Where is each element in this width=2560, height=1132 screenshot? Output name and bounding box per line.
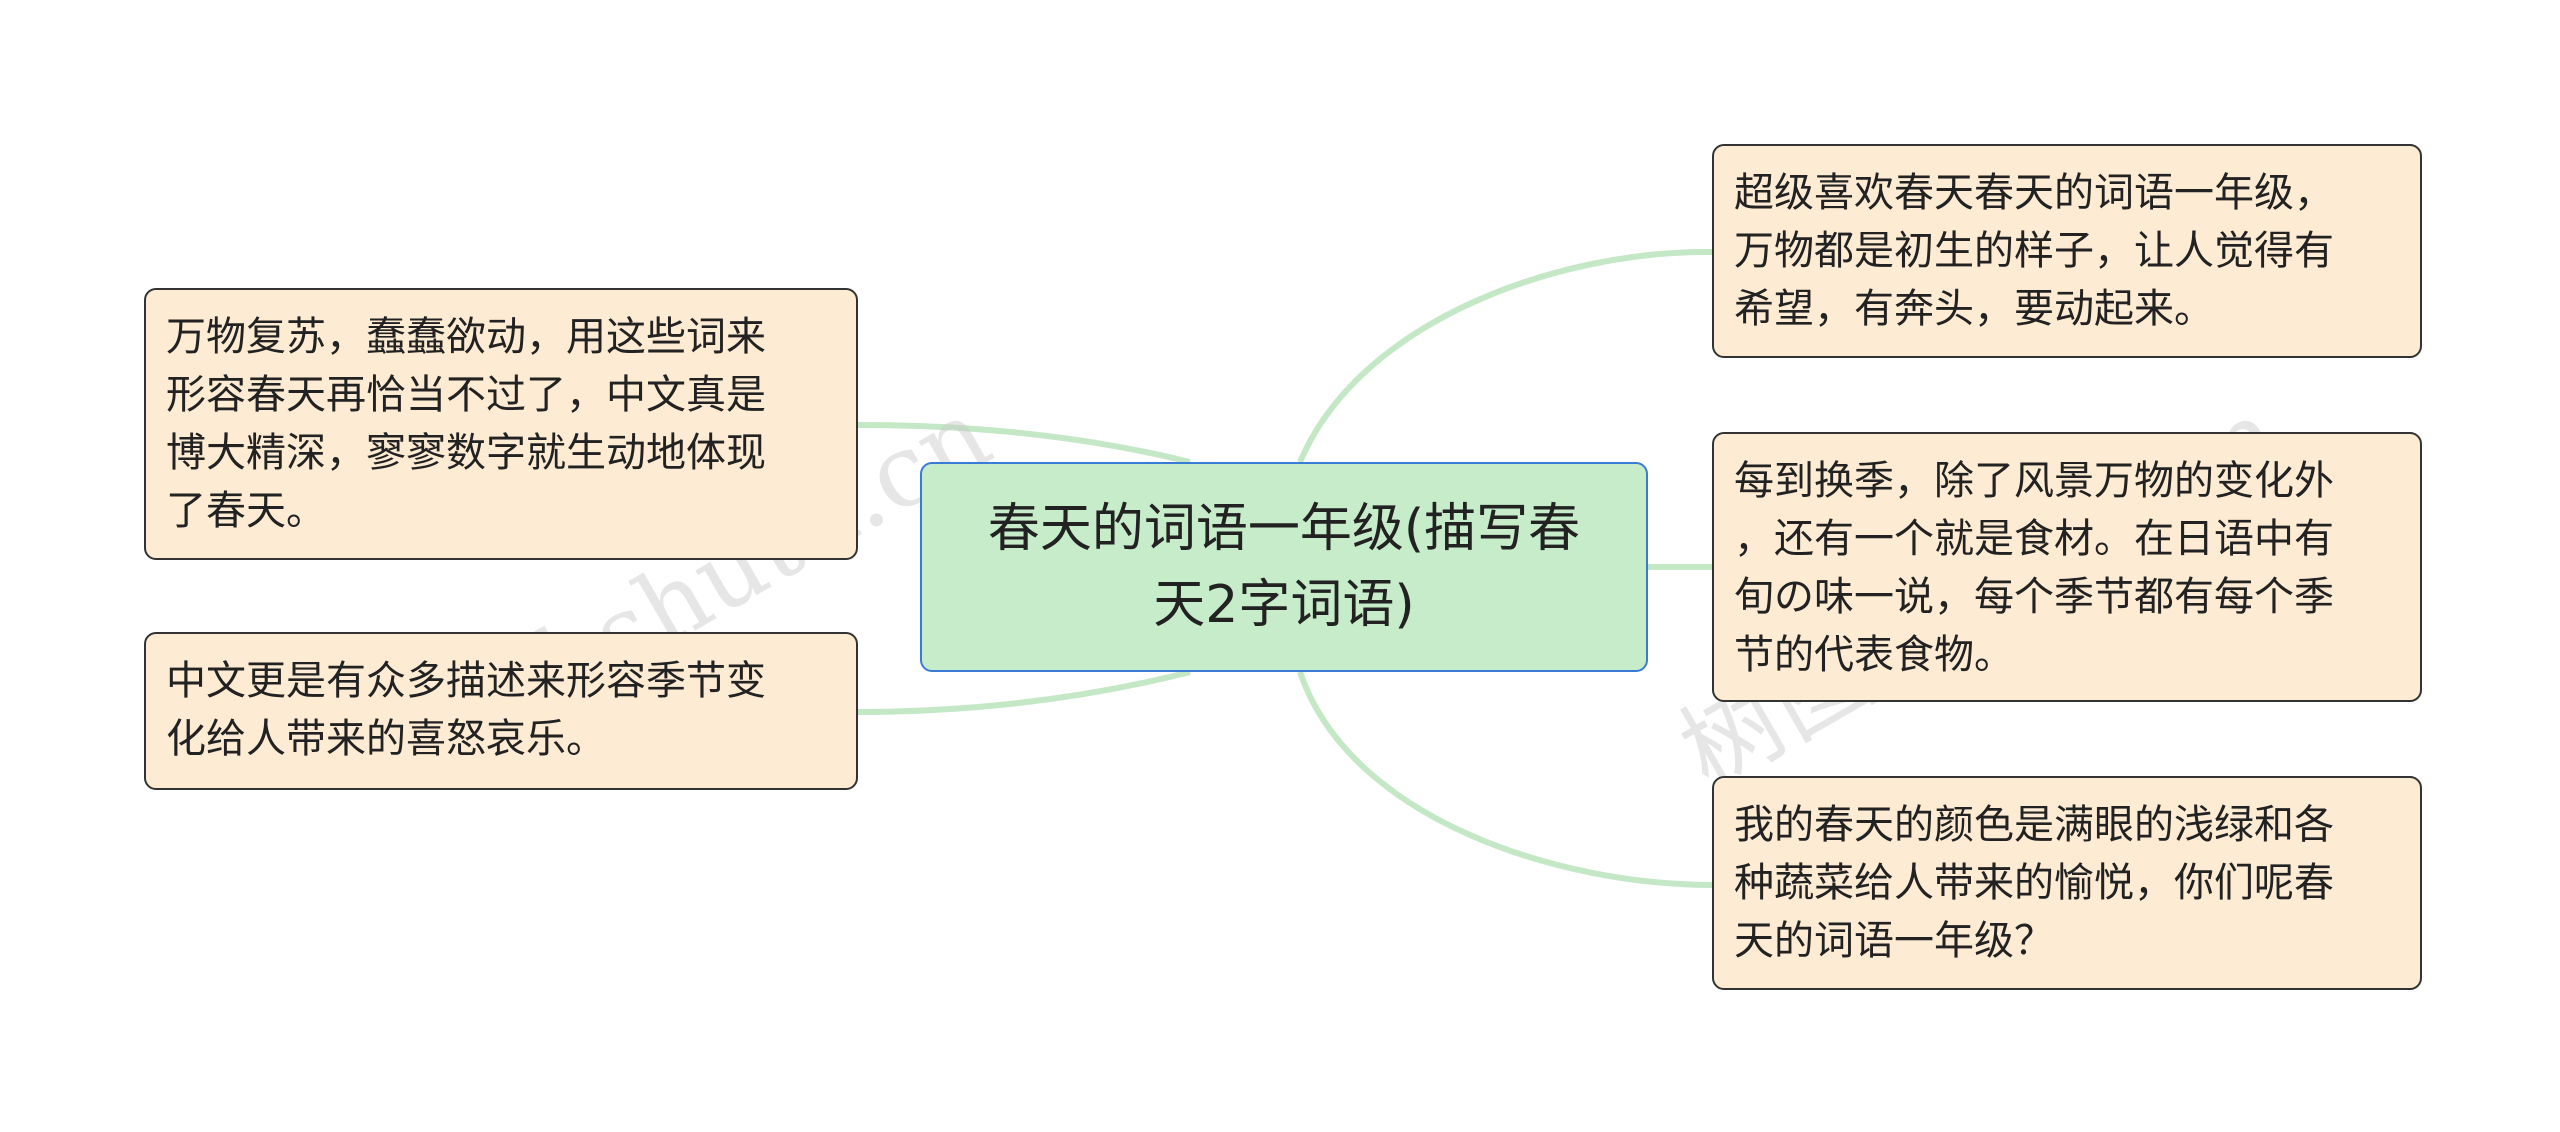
connector-left-2 <box>857 669 1191 715</box>
connector-right-3 <box>1297 671 1713 888</box>
topic-left-2[interactable]: 中文更是有众多描述来形容季节变 化给人带来的喜怒哀乐。 <box>144 632 858 790</box>
topic-right-1[interactable]: 超级喜欢春天春天的词语一年级， 万物都是初生的样子，让人觉得有 希望，有奔头，要… <box>1712 144 2422 358</box>
topic-right-2[interactable]: 每到换季，除了风景万物的变化外 ，还有一个就是食材。在日语中有 旬の味一说，每个… <box>1712 432 2422 702</box>
connector-right-1 <box>1297 248 1713 464</box>
connector-left-1 <box>857 422 1191 465</box>
root-topic[interactable]: 春天的词语一年级(描写春 天2字词语) <box>920 462 1648 672</box>
topic-right-3[interactable]: 我的春天的颜色是满眼的浅绿和各 种蔬菜给人带来的愉悦，你们呢春 天的词语一年级？ <box>1712 776 2422 990</box>
topic-left-1[interactable]: 万物复苏，蠢蠢欲动，用这些词来 形容春天再恰当不过了，中文真是 博大精深，寥寥数… <box>144 288 858 560</box>
